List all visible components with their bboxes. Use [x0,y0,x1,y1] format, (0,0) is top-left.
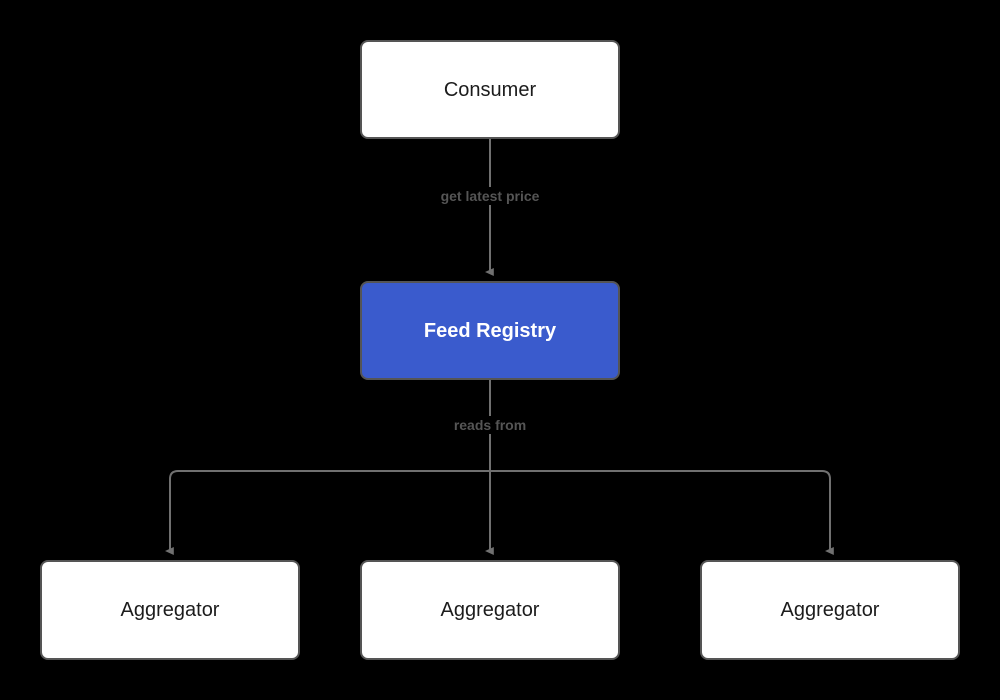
node-aggregator-3-label: Aggregator [780,599,880,621]
node-aggregator-2-label: Aggregator [440,599,540,621]
node-aggregator-3[interactable]: Aggregator [700,560,960,660]
node-aggregator-2[interactable]: Aggregator [360,560,620,660]
node-feed-registry-label: Feed Registry [423,319,557,342]
edge-label-reads-from: reads from [447,416,533,434]
edge-distribution-bus [169,470,831,551]
node-aggregator-1-label: Aggregator [120,599,220,621]
node-feed-registry[interactable]: Feed Registry [360,281,620,380]
node-consumer-label: Consumer [443,78,537,101]
node-consumer[interactable]: Consumer [360,40,620,139]
edge-label-get-latest-price: get latest price [434,187,546,205]
node-aggregator-1[interactable]: Aggregator [40,560,300,660]
